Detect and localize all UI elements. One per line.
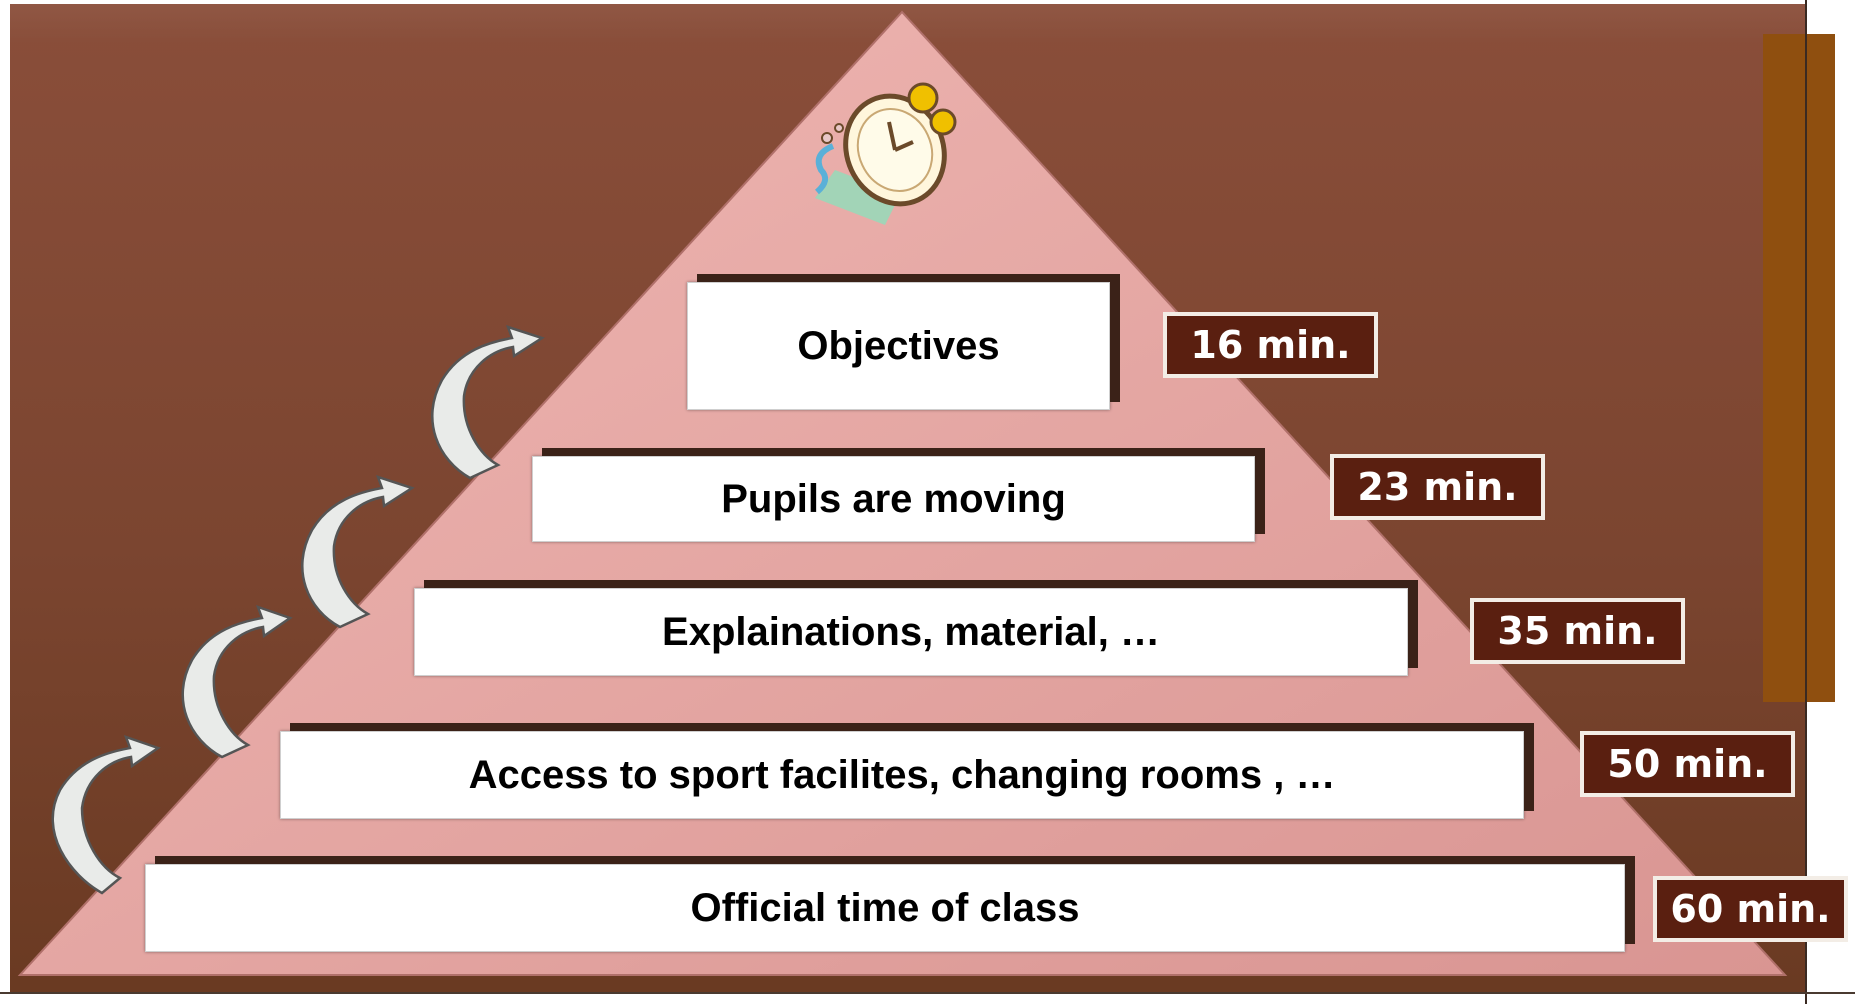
curved-arrow-icon <box>51 734 161 895</box>
curved-arrow-icon <box>181 604 293 759</box>
curved-arrow-icon <box>431 325 545 480</box>
time-box-pupils-moving: 23 min. <box>1330 454 1545 520</box>
level-access-facilities: Access to sport facilites, changing room… <box>280 731 1524 819</box>
curved-arrow-icon <box>301 475 415 629</box>
side-panel <box>1763 34 1835 702</box>
bottom-border <box>0 992 1855 994</box>
time-box-access-facilities: 50 min. <box>1580 731 1795 797</box>
time-box-official-time: 60 min. <box>1653 876 1848 942</box>
level-explanations: Explainations, material, … <box>414 588 1408 676</box>
level-objectives: Objectives <box>687 282 1110 410</box>
time-box-explanations: 35 min. <box>1470 598 1685 664</box>
time-box-objectives: 16 min. <box>1163 312 1378 378</box>
vertical-divider <box>1805 0 1807 1004</box>
level-pupils-moving: Pupils are moving <box>532 456 1255 542</box>
level-official-time: Official time of class <box>145 864 1625 952</box>
alarm-clock-icon <box>814 82 957 225</box>
